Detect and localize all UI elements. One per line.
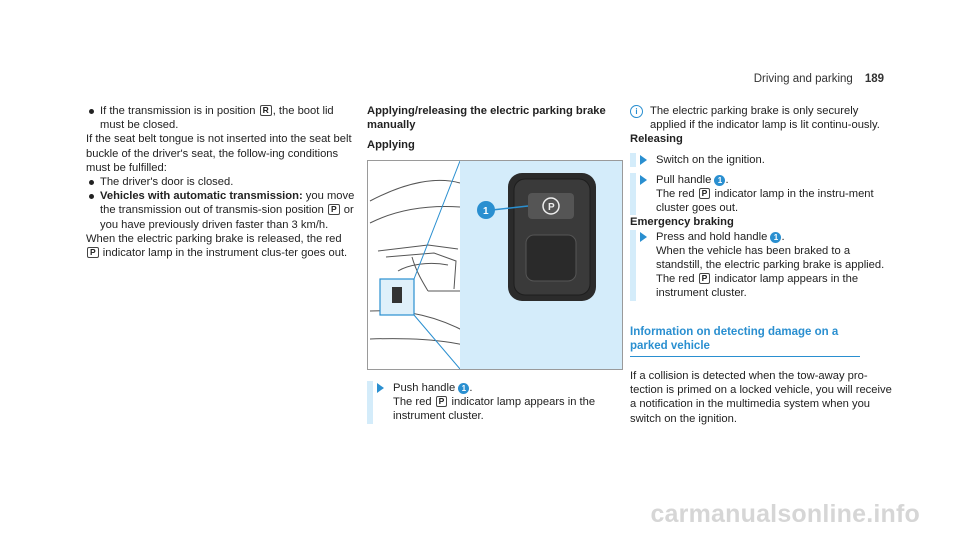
subheading-emergency: Emergency braking — [630, 216, 734, 229]
parking-brake-icon: P — [698, 188, 711, 200]
list-item: If the transmission is in position R, th… — [86, 104, 358, 132]
section-heading-damage: Information on detecting damage on a par… — [630, 325, 860, 358]
watermark: carmanualsonline.info — [650, 499, 920, 528]
callout-number: 1 — [458, 383, 470, 394]
subheading-releasing: Releasing — [630, 133, 683, 146]
gear-r-icon: R — [259, 105, 272, 116]
paragraph: If a collision is detected when the tow-… — [630, 370, 892, 425]
page-header: Driving and parking 189 — [754, 72, 884, 86]
console-drawing: P 1 — [369, 160, 623, 370]
section-title: Driving and parking — [753, 73, 853, 85]
gear-p-icon: P — [327, 204, 340, 216]
parking-brake-symbol-icon — [542, 197, 560, 215]
column-left: If the transmission is in position R, th… — [86, 104, 358, 260]
step-item: Switch on the ignition. — [630, 152, 896, 167]
section-heading: Applying/releasing the electric parking … — [367, 105, 606, 132]
svg-text:1: 1 — [483, 206, 489, 217]
step-push-handle: Push handle 1. The red P indicator lamp … — [367, 381, 621, 424]
step-item: Pull handle 1. The red P indicator lamp … — [630, 172, 896, 216]
parking-brake-icon: P — [435, 396, 448, 408]
parking-brake-icon: P — [87, 247, 99, 259]
list-item: Vehicles with automatic transmission: yo… — [86, 189, 358, 232]
info-icon: i — [630, 105, 643, 118]
info-note: i The electric parking brake is only sec… — [630, 104, 896, 132]
paragraph: If the seat belt tongue is not inserted … — [86, 133, 352, 174]
callout-number: 1 — [770, 231, 782, 243]
list-item: The driver's door is closed. — [86, 175, 358, 189]
step-item: Push handle 1. The red P indicator lamp … — [367, 381, 621, 424]
column-middle: Applying/releasing the electric parking … — [367, 104, 623, 153]
svg-text:P: P — [548, 202, 555, 213]
parking-brake-illustration: P 1 — [367, 160, 623, 370]
paragraph: When the electric parking brake is relea… — [86, 232, 348, 260]
parking-brake-icon: P — [698, 273, 711, 285]
subheading-applying: Applying — [367, 139, 415, 152]
column-right: i The electric parking brake is only sec… — [630, 104, 896, 426]
callout-marker — [477, 201, 495, 219]
page-number: 189 — [864, 73, 884, 85]
callout-number: 1 — [714, 174, 726, 186]
step-item: Press and hold handle 1. When the vehicl… — [630, 229, 896, 301]
